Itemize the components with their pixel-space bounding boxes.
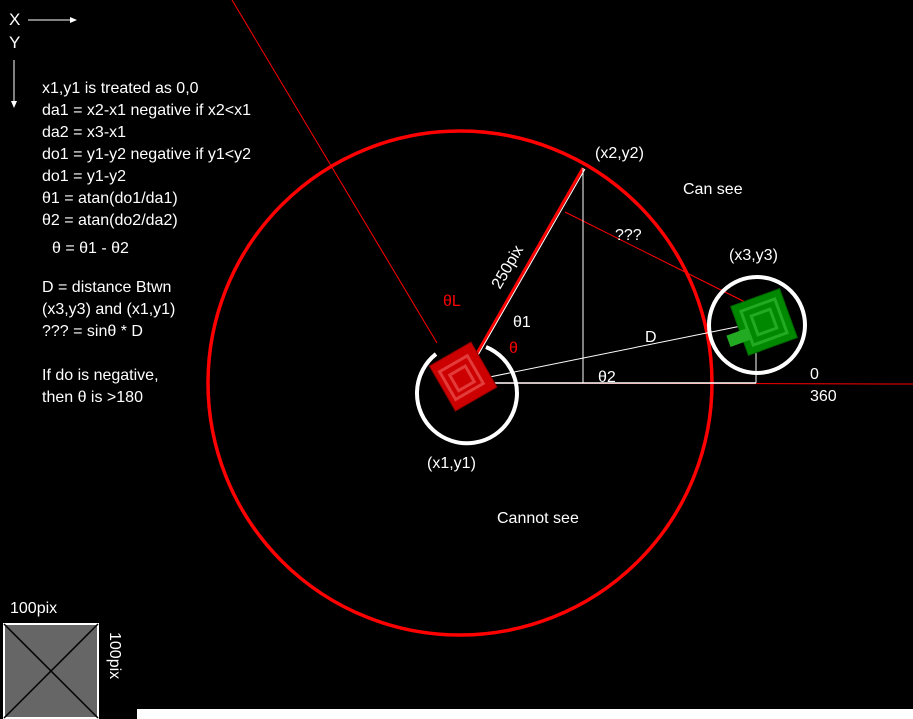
- green-tank-track-inner: [749, 307, 779, 337]
- cannot-see-label: Cannot see: [497, 510, 579, 527]
- theta1-label: θ1: [513, 314, 531, 331]
- green-tank-track-outer: [739, 297, 789, 347]
- distance-line: [459, 322, 757, 384]
- radius-label: 250pix: [489, 243, 527, 292]
- can-see-label: Can see: [683, 181, 743, 198]
- axis-x-label: X: [9, 10, 20, 29]
- red-tank: [428, 341, 498, 412]
- red-tank-ring: [415, 345, 519, 446]
- bottom-strip: [137, 709, 913, 719]
- negative-note-line: If do is negative,: [42, 367, 159, 384]
- red-tank-body: [428, 341, 498, 412]
- green-tank-ring: [707, 275, 807, 375]
- distance-line: ??? = sinθ * D: [42, 323, 143, 340]
- distance-label: D: [645, 329, 657, 346]
- note-line: θ1 = atan(do1/da1): [42, 190, 178, 207]
- note-line: θ2 = atan(do2/da2): [42, 212, 178, 229]
- unknown-label: ???: [615, 227, 642, 244]
- note-line: do1 = y1-y2: [42, 168, 126, 185]
- note-line: da1 = x2-x1 negative if x2<x1: [42, 102, 251, 119]
- point1-label: (x1,y1): [427, 455, 476, 472]
- distance-line: D = distance Btwn: [42, 279, 171, 296]
- red-tank-track-outer: [437, 353, 486, 402]
- green-tank-body: [730, 288, 798, 356]
- theta-label: θ: [509, 340, 518, 357]
- green-tank-barrel: [726, 328, 752, 347]
- theta2-label: θ2: [598, 369, 616, 386]
- scale-height-label: 100pix: [106, 632, 123, 679]
- point2-label: (x2,y2): [595, 145, 644, 162]
- scale-box-diagonal: [3, 623, 99, 719]
- zero-angle-label: 0: [810, 366, 819, 383]
- scale-width-label: 100pix: [10, 600, 57, 617]
- axis-y-label: Y: [9, 33, 20, 52]
- axis-x-arrowhead: [70, 17, 77, 23]
- red-tank-track-inner: [447, 364, 477, 393]
- theta-l-label: θL: [443, 293, 461, 310]
- negative-note-line: then θ is >180: [42, 389, 143, 406]
- left-fov-line: [231, 0, 438, 344]
- axis-indicator: X Y: [9, 10, 77, 108]
- diagram-labels: (x2,y2) (x3,y3) (x1,y1) Can see Cannot s…: [427, 145, 837, 527]
- note-line: x1,y1 is treated as 0,0: [42, 80, 199, 97]
- distance-line: (x3,y3) and (x1,y1): [42, 301, 175, 318]
- point3-label: (x3,y3): [729, 247, 778, 264]
- notes-block: x1,y1 is treated as 0,0 da1 = x2-x1 nega…: [42, 80, 251, 406]
- perpendicular-line: [564, 211, 746, 303]
- theta-formula: θ = θ1 - θ2: [52, 240, 129, 257]
- full-angle-label: 360: [810, 388, 837, 405]
- note-line: do1 = y1-y2 negative if y1<y2: [42, 146, 251, 163]
- radius-line-highlight: [461, 168, 586, 384]
- green-tank: [726, 288, 798, 356]
- scale-reference: 100pix 100pix: [3, 600, 123, 719]
- radius-line: [458, 167, 585, 384]
- axis-y-arrowhead: [11, 101, 17, 108]
- note-line: da2 = x3-x1: [42, 124, 126, 141]
